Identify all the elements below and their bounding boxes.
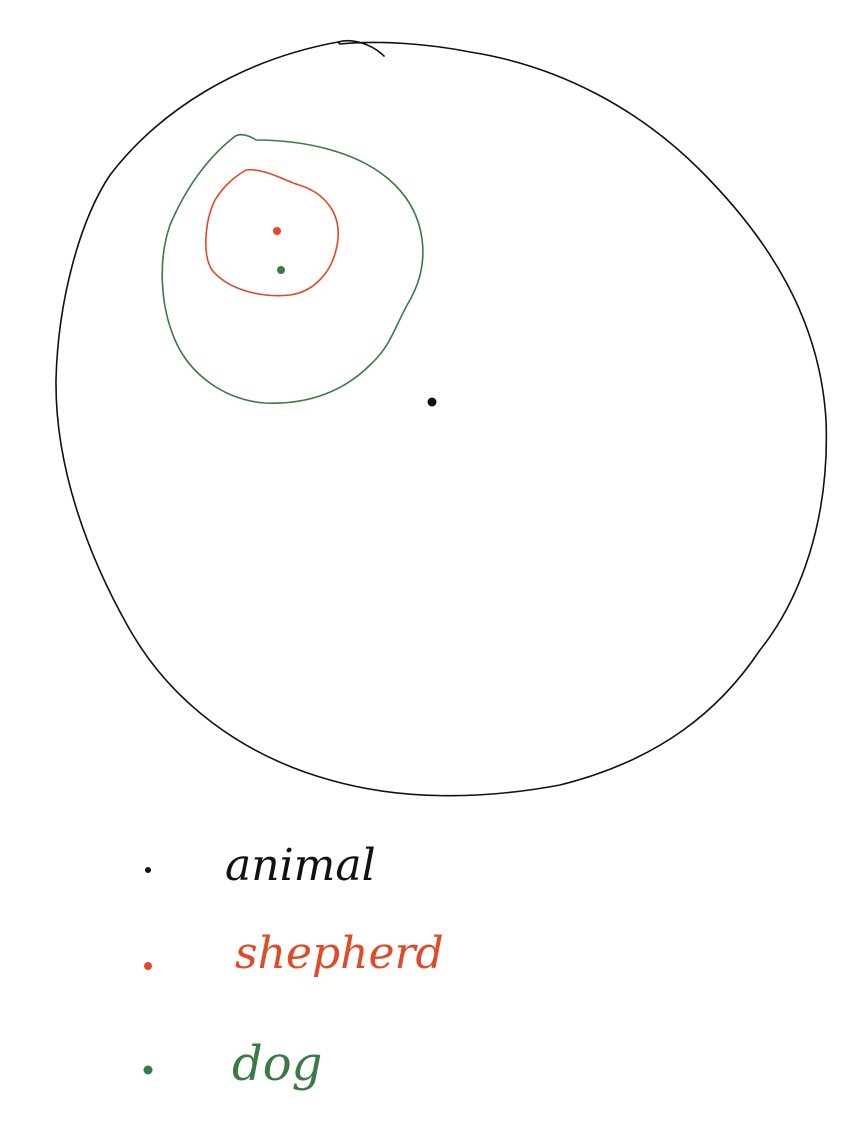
legend-marker-dog	[143, 1065, 153, 1075]
legend-item-animal: animal	[145, 840, 376, 891]
animal-point	[427, 397, 437, 407]
legend-item-dog: dog	[143, 1036, 322, 1092]
legend-marker-animal	[145, 867, 151, 873]
shepherd-point	[273, 227, 281, 235]
legend-label-dog: dog	[232, 1036, 322, 1092]
dog-point	[277, 266, 285, 274]
dog-region-outline	[161, 133, 424, 404]
animal-region-outline	[55, 40, 828, 797]
shepherd-region-outline	[205, 168, 339, 297]
legend-label-animal: animal	[225, 840, 376, 891]
legend-item-shepherd: shepherd	[144, 928, 444, 979]
legend-label-shepherd: shepherd	[235, 928, 444, 979]
legend: animal shepherd dog	[143, 840, 444, 1092]
legend-marker-shepherd	[144, 962, 152, 970]
